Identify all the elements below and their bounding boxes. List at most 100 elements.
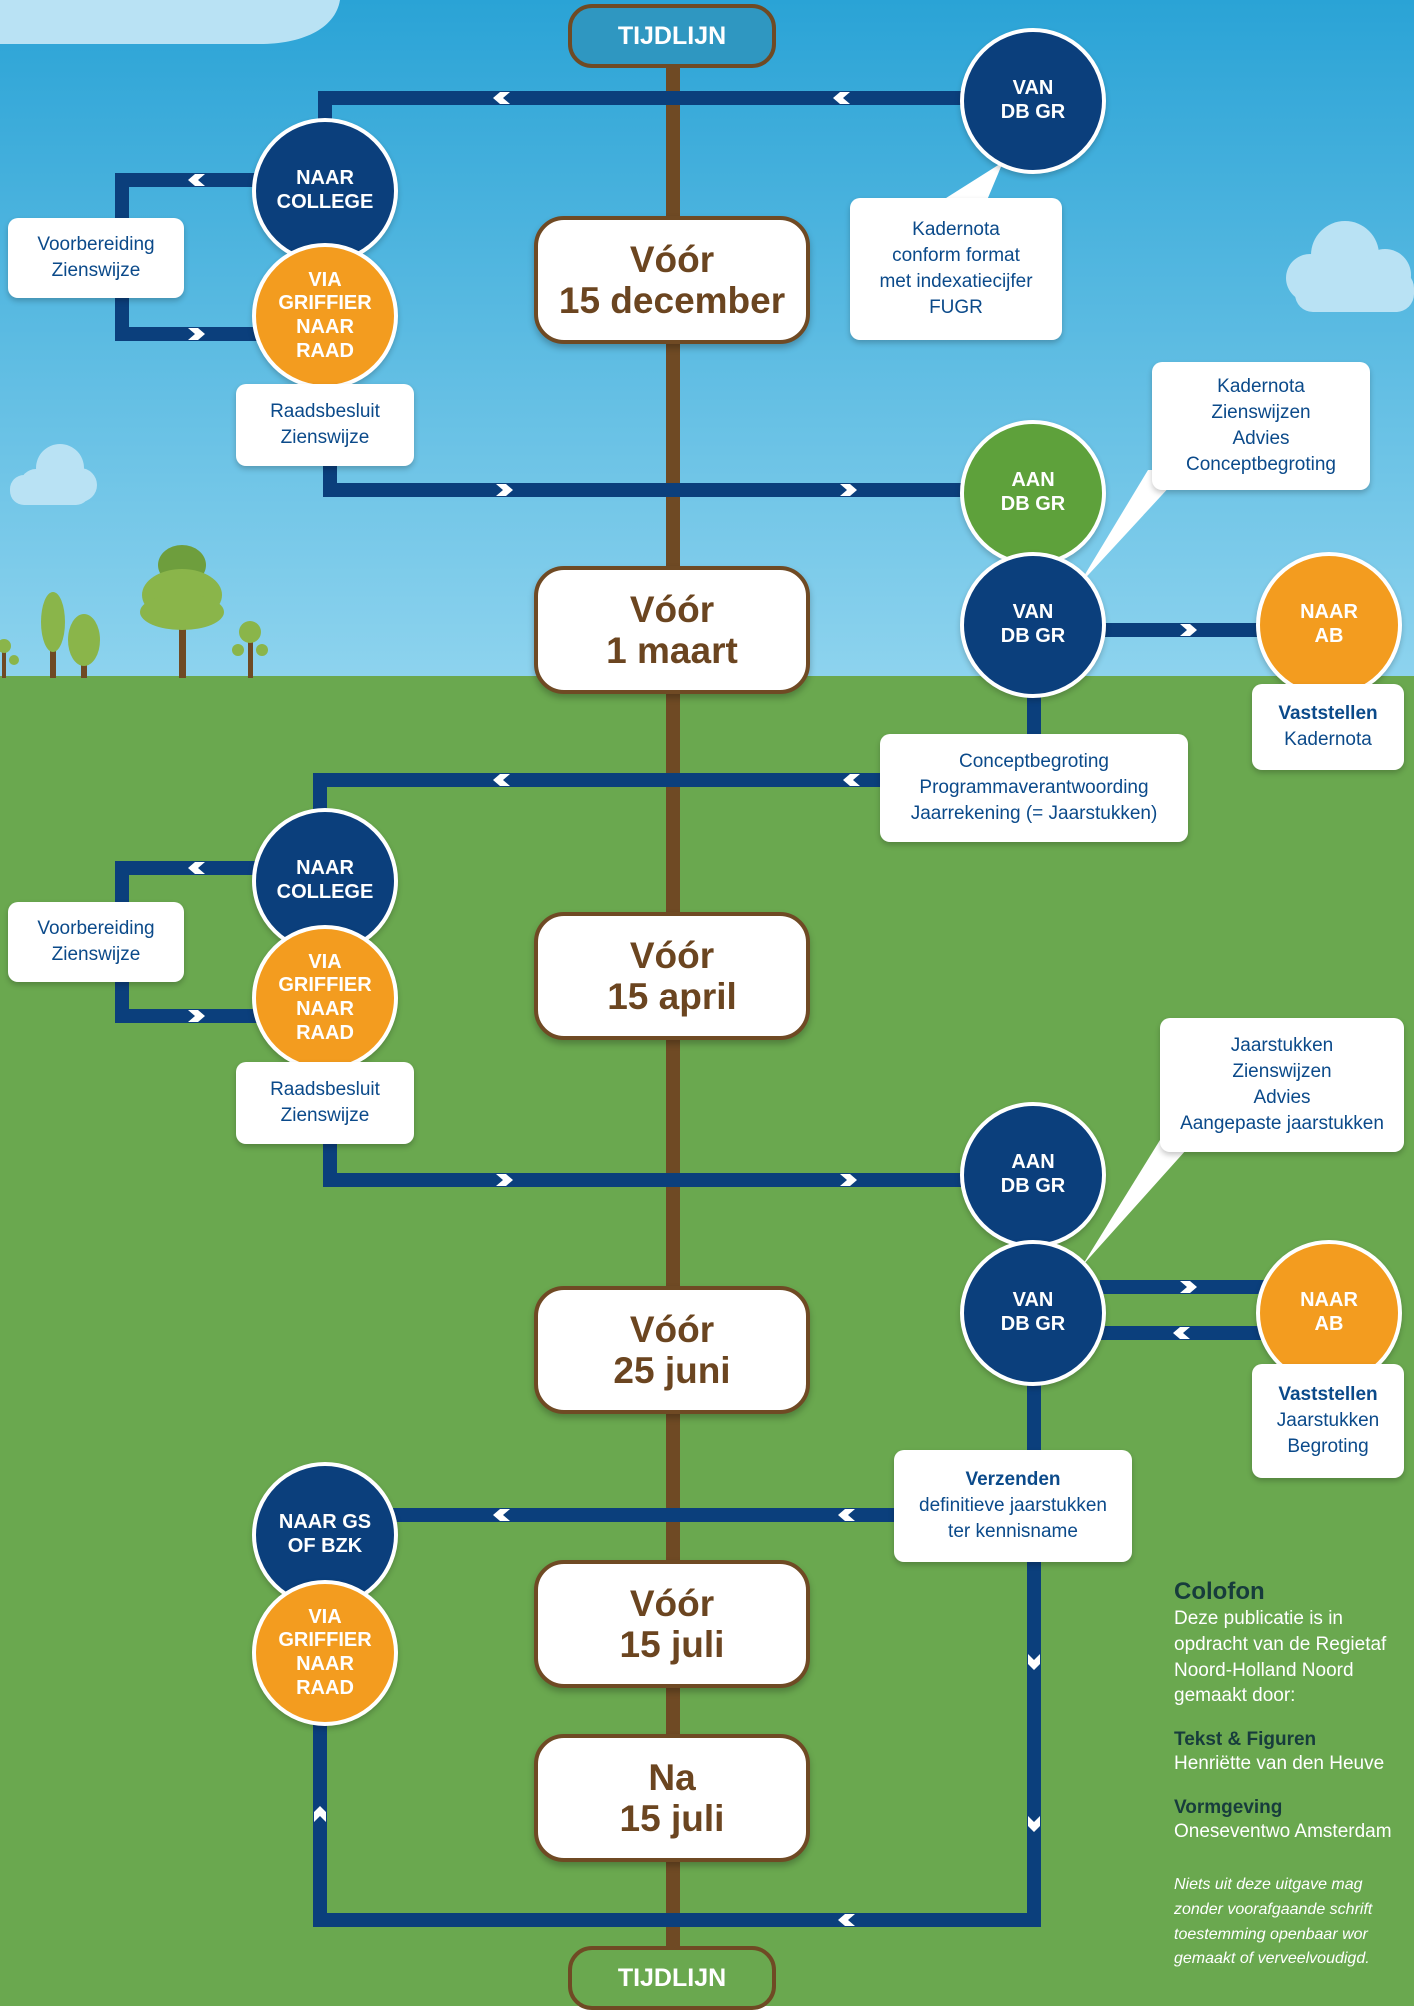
note-line: Vaststellen bbox=[1278, 703, 1378, 725]
node-naar-college: NAAR COLLEGE bbox=[252, 118, 398, 264]
note-line: Conceptbegroting bbox=[1186, 453, 1336, 475]
arrow-left-icon bbox=[493, 1509, 510, 1521]
note-line: FUGR bbox=[929, 296, 983, 318]
arrow-left-icon bbox=[838, 1914, 855, 1926]
node-via-griffier-naar-raad: VIA GRIFFIER NAAR RAAD bbox=[252, 925, 398, 1071]
disclaimer-line: zonder voorafgaande schrift bbox=[1174, 1900, 1373, 1918]
deadline-25-juni: Vóór 25 juni bbox=[534, 1286, 810, 1414]
timeline-title-bottom: TIJDLIJN bbox=[568, 1946, 776, 2010]
arrow-left-icon bbox=[843, 774, 860, 786]
arrow-left-icon bbox=[1173, 1327, 1190, 1339]
note-line: Jaarrekening (= Jaarstukken) bbox=[910, 802, 1158, 824]
node-line: NAAR bbox=[296, 857, 354, 880]
note-line: Jaarstukken bbox=[1230, 1035, 1334, 1057]
arrow-right-icon bbox=[188, 1010, 205, 1022]
note-verzenden: Verzenden definitieve jaarstukken ter ke… bbox=[894, 1450, 1132, 1562]
node-line: AAN bbox=[1011, 469, 1055, 492]
node-line: NAAR bbox=[296, 998, 354, 1020]
colofon-heading: Vormgeving bbox=[1174, 1797, 1283, 1819]
note-vaststellen-jaarstukken: Vaststellen Jaarstukken Begroting bbox=[1252, 1364, 1404, 1478]
node-line: GRIFFIER bbox=[278, 1629, 372, 1652]
timeline-title-top: TIJDLIJN bbox=[568, 4, 776, 68]
node-line: VAN bbox=[1012, 1289, 1054, 1312]
note-line: Begroting bbox=[1287, 1435, 1369, 1457]
note-line: Aangepaste jaarstukken bbox=[1180, 1112, 1384, 1134]
node-line: RAAD bbox=[296, 1021, 354, 1044]
bubble-tail bbox=[1078, 470, 1185, 586]
deadline-line1: Vóór bbox=[629, 1308, 715, 1350]
arrow-right-icon bbox=[496, 484, 513, 496]
cloud-icon bbox=[1286, 221, 1414, 312]
node-line: VIA bbox=[308, 268, 342, 291]
colofon-text: Noord-Holland Noord bbox=[1174, 1659, 1354, 1681]
tree-icon bbox=[41, 592, 65, 678]
connector-line bbox=[313, 1370, 1041, 1927]
disclaimer-line: gemaakt of verveelvoudigd. bbox=[1174, 1950, 1370, 1968]
note-line: Verzenden bbox=[965, 1469, 1061, 1491]
deadline-line2: 15 december bbox=[558, 280, 786, 321]
bubble-tails bbox=[935, 162, 1195, 1266]
cloud-icon bbox=[10, 444, 97, 505]
node-line: OF BZK bbox=[287, 1535, 363, 1557]
deadline-line1: Na bbox=[648, 1756, 696, 1798]
note-line: Voorbereiding bbox=[37, 918, 155, 940]
node-via-griffier-naar-raad: VIA GRIFFIER NAAR RAAD bbox=[252, 1580, 398, 1726]
node-line: NAAR bbox=[1300, 1289, 1358, 1312]
note-line: Zienswijze bbox=[51, 944, 141, 965]
note-raadsbesluit-zienswijze: Raadsbesluit Zienswijze bbox=[236, 384, 414, 466]
disclaimer-line: Niets uit deze uitgave mag bbox=[1174, 1875, 1363, 1893]
tree-icon bbox=[0, 639, 19, 678]
arrow-left-icon bbox=[493, 92, 510, 104]
node-line: DB GR bbox=[1000, 1313, 1066, 1335]
node-line: DB GR bbox=[1000, 493, 1066, 515]
arrow-left-icon bbox=[838, 1509, 855, 1521]
note-line: conform format bbox=[892, 245, 1020, 267]
note-line: Conceptbegroting bbox=[959, 751, 1109, 773]
note-line: Zienswijze bbox=[280, 427, 370, 448]
arrow-down-icon bbox=[1028, 1816, 1040, 1832]
node-line: VAN bbox=[1012, 601, 1054, 624]
note-kadernota-format: Kadernota conform format met indexatieci… bbox=[850, 198, 1062, 340]
arrow-icons bbox=[188, 92, 1197, 1926]
arrow-down-icon bbox=[1028, 1654, 1040, 1670]
node-line: VAN bbox=[1012, 77, 1054, 100]
deadline-line1: Vóór bbox=[629, 588, 715, 630]
note-line: Advies bbox=[1232, 428, 1290, 449]
note-line: Zienswijzen bbox=[1211, 402, 1311, 424]
bubble-tail bbox=[1082, 1140, 1195, 1266]
note-line: Advies bbox=[1253, 1087, 1311, 1108]
node-line: AB bbox=[1314, 1313, 1344, 1335]
bubble-tail bbox=[935, 162, 1003, 205]
note-voorbereiding-zienswijze: Voorbereiding Zienswijze bbox=[8, 902, 184, 982]
deadline-15-juli: Vóór 15 juli bbox=[534, 1560, 810, 1688]
node-naar-college: NAAR COLLEGE bbox=[252, 808, 398, 954]
note-line: Raadsbesluit bbox=[270, 401, 380, 423]
node-line: NAAR bbox=[296, 316, 354, 338]
colofon-text: Henriëtte van den Heuve bbox=[1174, 1753, 1385, 1775]
node-line: NAAR bbox=[296, 167, 354, 190]
arrow-up-icon bbox=[314, 1806, 326, 1822]
note-line: Kadernota bbox=[912, 219, 1000, 241]
colofon-title: Colofon bbox=[1174, 1578, 1265, 1605]
note-vaststellen-kadernota: Vaststellen Kadernota bbox=[1252, 684, 1404, 770]
note-line: Zienswijzen bbox=[1232, 1061, 1332, 1083]
node-line: RAAD bbox=[296, 1676, 354, 1699]
disclaimer-line: toestemming openbaar wor bbox=[1174, 1925, 1368, 1943]
note-line: Zienswijze bbox=[51, 260, 141, 281]
note-line: ter kennisname bbox=[948, 1520, 1078, 1542]
node-line: NAAR GS bbox=[278, 1511, 372, 1534]
arrow-right-icon bbox=[840, 1174, 857, 1186]
tree-icon bbox=[140, 545, 224, 678]
arrow-left-icon bbox=[493, 774, 510, 786]
node-van-db-gr: VAN DB GR bbox=[960, 552, 1106, 698]
deadline-line1: Vóór bbox=[629, 1582, 715, 1624]
arrow-right-icon bbox=[188, 328, 205, 340]
colofon-heading: Tekst & Figuren bbox=[1174, 1729, 1317, 1751]
node-aan-db-gr: AAN DB GR bbox=[960, 420, 1106, 566]
colofon-text: Deze publicatie is in bbox=[1174, 1608, 1343, 1629]
colofon-disclaimer: Niets uit deze uitgave mag zonder vooraf… bbox=[1174, 1873, 1414, 1972]
note-line: met indexatiecijfer bbox=[879, 271, 1033, 292]
node-line: COLLEGE bbox=[276, 881, 374, 903]
deadline-15-april: Vóór 15 april bbox=[534, 912, 810, 1040]
arrow-left-icon bbox=[188, 862, 205, 874]
